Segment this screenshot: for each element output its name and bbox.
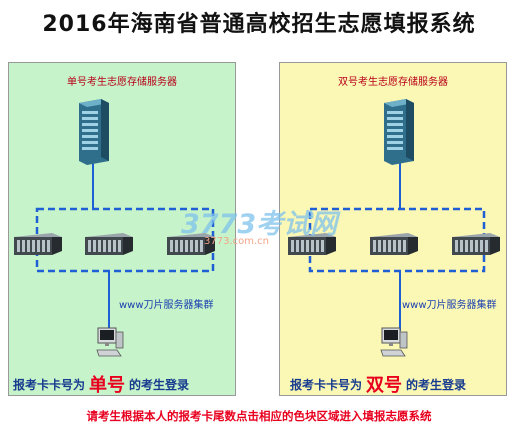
even-login-prefix: 报考卡卡号为 <box>290 378 363 392</box>
even-blade-group-label: www刀片服务器集群 <box>402 300 497 311</box>
odd-client-computer-icon <box>96 327 124 357</box>
even-blade-server-2-icon <box>370 233 418 255</box>
odd-login-text[interactable]: 报考卡卡号为单号的考生登录 <box>13 371 189 397</box>
even-login-text[interactable]: 报考卡卡号为双号的考生登录 <box>290 371 466 397</box>
odd-blade-server-2-icon <box>85 233 133 255</box>
watermark-url: 3773.com.cn <box>204 236 269 247</box>
watermark-logo: 3773考试网 <box>181 209 338 240</box>
even-server-label: 双号考生志愿存储服务器 <box>338 77 448 88</box>
even-number-panel[interactable]: 双号考生志愿存储服务器 www刀片服务器集群 <box>279 62 507 396</box>
even-login-suffix: 的考生登录 <box>406 378 467 392</box>
even-blade-server-3-icon <box>452 233 500 255</box>
odd-login-keyword: 单号 <box>89 375 126 396</box>
odd-login-suffix: 的考生登录 <box>129 378 190 392</box>
instruction-footer: 请考生根据本人的报考卡尾数点击相应的色块区域进入填报志愿系统 <box>86 409 432 423</box>
even-client-computer-icon <box>380 327 408 357</box>
odd-blade-server-3-icon <box>167 233 215 255</box>
page-title: 2016年海南省普通高校招生志愿填报系统 <box>42 12 476 37</box>
odd-server-label: 单号考生志愿存储服务器 <box>67 77 177 88</box>
even-login-keyword: 双号 <box>366 375 403 396</box>
odd-login-prefix: 报考卡卡号为 <box>13 378 86 392</box>
odd-number-panel[interactable]: 单号考生志愿存储服务器 www刀片服务器集群 <box>8 62 236 396</box>
odd-blade-server-1-icon <box>14 233 62 255</box>
odd-storage-server-icon <box>79 99 109 165</box>
even-storage-server-icon <box>384 99 414 165</box>
odd-blade-group-label: www刀片服务器集群 <box>119 300 214 311</box>
even-blade-server-1-icon <box>288 233 336 255</box>
